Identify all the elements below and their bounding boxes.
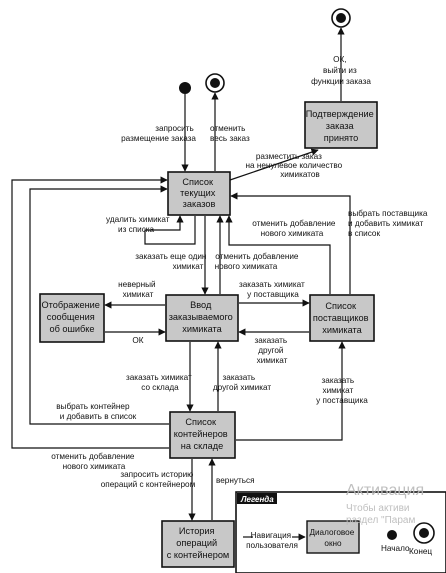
label-cancel-order: отменить весь заказ (210, 124, 250, 143)
arrow-choose-container (29, 185, 169, 425)
activation-watermark: Активация Чтобы активи раздел "Парам (346, 482, 424, 526)
label-request-order: запросить размещение заказа (121, 124, 196, 143)
label-order-from-vendor-2: заказать химикат у поставщика (316, 376, 368, 405)
state-label-line: заказов (183, 199, 216, 209)
watermark-line-2: Чтобы активи (346, 502, 410, 514)
label-delete-chemical: удалить химикат из списка (106, 215, 172, 234)
state-label-line: Список (182, 177, 214, 187)
label-place-order: разместить заказ на ненулевое количество… (246, 152, 345, 179)
svg-text:История операций с: История операций с контейнером (167, 526, 230, 560)
legend-dialog-box (306, 520, 360, 554)
state-error-display: Отображение сообщения об ошибке (39, 293, 105, 343)
arrow-delete-chemical (144, 215, 196, 245)
label-choose-container: выбрать контейнер и добавить в список (56, 402, 136, 421)
legend-dialog-label: Диалоговое окно (309, 528, 356, 548)
legend: Легенда Навигация пользователя Диалогово… (235, 491, 446, 573)
watermark-line-3: раздел "Парам (346, 515, 415, 526)
label-order-from-stock: заказать химикат со склада (126, 373, 194, 392)
state-container-history: История операций с контейнером (161, 520, 235, 568)
state-vendor-list: Список поставщиков химиката (309, 294, 375, 342)
legend-start-label: Начало (381, 544, 410, 553)
state-current-orders: Список текущих заказов (167, 171, 231, 216)
label-order-from-vendor-1: заказать химикат у поставщика (239, 280, 307, 299)
arrow-order-from-vendor-2 (236, 341, 346, 441)
svg-text:Ввод заказываемого: Ввод заказываемого химиката (169, 300, 236, 334)
label-cancel-add-3: отменить добавление нового химиката (51, 452, 137, 471)
arrow-cancel-add-2 (225, 215, 331, 294)
svg-text:Список текущих зак: Список текущих заказов (180, 177, 218, 209)
watermark-line-1: Активация (346, 482, 424, 499)
legend-start-node (387, 530, 397, 540)
arrow-choose-vendor (230, 192, 351, 294)
label-ok-exit: ОК, выйти из функции заказа (311, 55, 371, 86)
end-node-exit (331, 8, 351, 28)
legend-end-label: Конец (409, 547, 432, 556)
legend-title: Легенда (240, 495, 274, 504)
transition-lines (11, 27, 351, 521)
legend-navigation-label: Навигация пользователя (246, 531, 298, 550)
label-order-other-2: заказать другой химикат (213, 373, 272, 392)
arrow-place-order (229, 148, 319, 181)
label-request-history: запросить историю операций с контейнером (101, 470, 196, 489)
arrow-cancel-add-3 (11, 176, 169, 449)
svg-text:Список контейнеров: Список контейнеров на складе (174, 417, 231, 451)
start-node (179, 82, 191, 94)
label-choose-vendor: выбрать поставщика и добавить химикат в … (348, 209, 430, 238)
label-go-back: вернуться (216, 476, 255, 485)
label-order-other-1: заказать другой химикат (255, 336, 290, 365)
svg-text:Отображение сообщения: Отображение сообщения об ошибке (42, 300, 103, 334)
state-chemical-input: Ввод заказываемого химиката (165, 294, 239, 342)
label-ok-back: ОК (132, 336, 143, 345)
label-cancel-add-2: отменить добавление нового химиката (252, 219, 338, 238)
state-container-list: Список контейнеров на складе (169, 411, 236, 459)
label-cancel-add-1: отменить добавление нового химиката (215, 252, 301, 271)
state-label-line: текущих (180, 188, 216, 198)
end-node-cancel (205, 73, 225, 93)
label-invalid-chemical: неверный химикат (118, 280, 158, 299)
svg-text:Список поставщиков: Список поставщиков химиката (313, 301, 371, 335)
label-order-another: заказать еще один химикат (135, 252, 209, 271)
svg-text:Подтверждение заказа: Подтверждение заказа принято (306, 109, 377, 143)
state-order-confirmation: Подтверждение заказа принято (304, 101, 378, 149)
